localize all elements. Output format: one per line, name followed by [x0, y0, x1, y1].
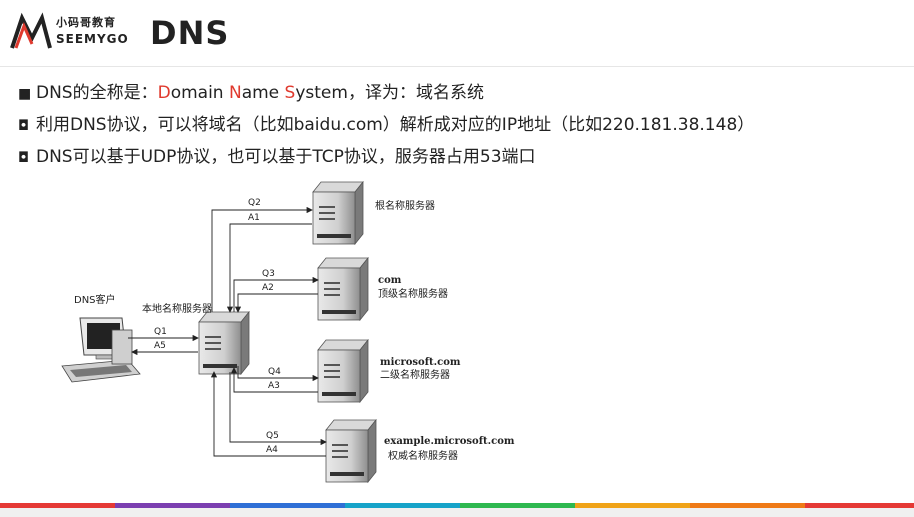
- bullet-text: DNS的全称是：: [36, 83, 158, 103]
- logo-mark-icon: [10, 12, 52, 49]
- local-server-icon: [198, 311, 250, 375]
- bullet-item: ◘ 利用DNS协议，可以将域名（比如baidu.com）解析成对应的IP地址（比如…: [18, 110, 908, 142]
- footer-band: [0, 508, 914, 517]
- logo-english-text: SEEMYGO: [56, 32, 129, 46]
- stripe-segment: [575, 503, 690, 508]
- authoritative-server-name: example.microsoft.com: [384, 436, 515, 447]
- arrow-label-a2: A2: [262, 283, 274, 293]
- square-bullet-icon: ■: [18, 86, 32, 102]
- header-divider: [0, 66, 914, 67]
- stripe-segment: [0, 503, 115, 508]
- bullet-text: DNS可以基于UDP协议，也可以基于TCP协议，服务器占用53端口: [36, 147, 536, 167]
- second-level-server-label: 二级名称服务器: [380, 368, 450, 381]
- logo-chinese-text: 小码哥教育: [56, 16, 116, 29]
- authoritative-server-label: 权威名称服务器: [388, 449, 458, 462]
- second-level-server-icon: [317, 339, 369, 403]
- authoritative-server-icon: [325, 419, 377, 483]
- highlight-letter: D: [157, 83, 171, 103]
- arrow-label-q3: Q3: [262, 269, 275, 279]
- tld-server-icon: [317, 257, 369, 321]
- arrow-label-a1: A1: [248, 213, 260, 223]
- arrow-label-a3: A3: [268, 381, 280, 391]
- page-title: DNS: [150, 14, 230, 52]
- highlight-letter: N: [228, 83, 242, 103]
- highlight-letter: S: [284, 83, 296, 103]
- stripe-segment: [805, 503, 914, 508]
- client-computer-icon: [61, 317, 141, 383]
- bullet-item: ■DNS的全称是：Domain Name System，译为：域名系统: [18, 78, 908, 110]
- bullet-text: 利用DNS协议，可以将域名（比如baidu.com）解析成对应的IP地址（比如2…: [36, 115, 755, 135]
- brand-logo: 小码哥教育 SEEMYGO: [10, 12, 142, 52]
- stripe-segment: [230, 503, 345, 508]
- hollow-square-bullet-icon: ◘: [18, 118, 30, 134]
- second-level-server-name: microsoft.com: [380, 357, 461, 368]
- arrow-label-q5: Q5: [266, 431, 279, 441]
- tld-server-name: com: [378, 275, 402, 286]
- root-server-label: 根名称服务器: [375, 199, 435, 212]
- stripe-segment: [460, 503, 575, 508]
- stripe-segment: [115, 503, 230, 508]
- local-server-label: 本地名称服务器: [142, 302, 212, 315]
- tld-server-label: 顶级名称服务器: [378, 287, 448, 300]
- slide-header: 小码哥教育 SEEMYGO DNS: [0, 0, 914, 66]
- client-label: DNS客户: [74, 293, 116, 306]
- arrow-label-q4: Q4: [268, 367, 281, 377]
- bullet-text: ame: [241, 83, 285, 103]
- bullet-text: omain: [170, 83, 229, 103]
- arrow-label-q2: Q2: [248, 198, 261, 208]
- hollow-square-bullet-icon: ◘: [18, 150, 30, 166]
- color-stripe: [0, 503, 914, 508]
- arrow-label-q1: Q1: [154, 327, 167, 337]
- root-server-icon: [312, 181, 364, 245]
- bullet-list: ■DNS的全称是：Domain Name System，译为：域名系统 ◘ 利用D…: [18, 78, 908, 174]
- arrow-label-a5: A5: [154, 341, 166, 351]
- bullet-text: ystem，译为：域名系统: [295, 83, 484, 103]
- arrow-label-a4: A4: [266, 445, 278, 455]
- stripe-segment: [345, 503, 460, 508]
- dns-resolution-diagram: DNS客户 本地名称服务器 根名称服务器 com 顶级名称服务器 microso…: [61, 181, 515, 483]
- bullet-item: ◘ DNS可以基于UDP协议，也可以基于TCP协议，服务器占用53端口: [18, 142, 908, 174]
- stripe-segment: [690, 503, 805, 508]
